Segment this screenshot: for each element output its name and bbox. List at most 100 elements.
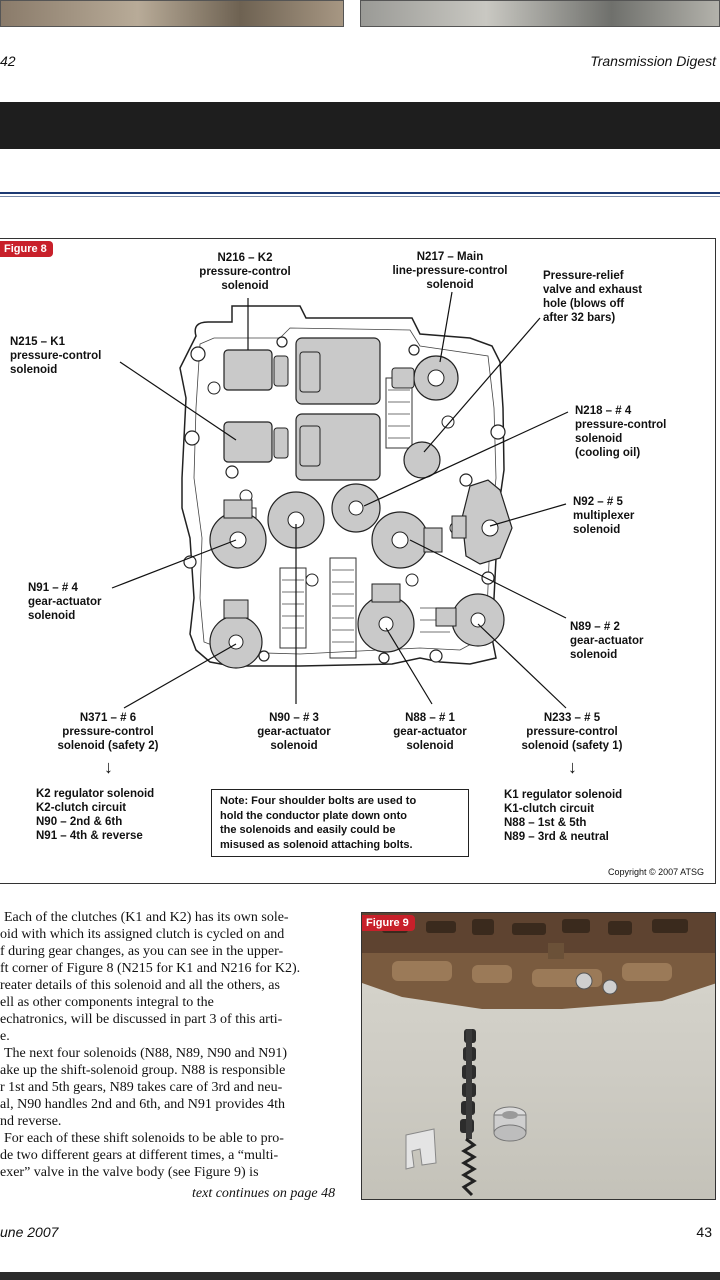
label-n89: N89 – # 2 gear-actuator solenoid xyxy=(570,620,690,662)
label-n218-line1: N218 – # 4 xyxy=(575,405,632,417)
label-n218-line4: (cooling oil) xyxy=(575,447,641,459)
label-n217: N217 – Main line-pressure-control soleno… xyxy=(378,250,522,292)
label-n216: N216 – K2 pressure-control solenoid xyxy=(180,251,310,293)
label-relief-line1: Pressure-relief xyxy=(543,270,624,282)
body-line: ake up the shift-solenoid group. N88 is … xyxy=(0,1063,286,1078)
label-n92-line3: solenoid xyxy=(573,524,621,536)
footer-date: une 2007 xyxy=(0,1224,59,1240)
label-relief-line4: after 32 bars) xyxy=(543,312,616,324)
body-line: e. xyxy=(0,1029,10,1044)
header-band xyxy=(0,102,720,149)
label-n91-line2: gear-actuator xyxy=(28,596,102,608)
k1-list-item: K1-clutch circuit xyxy=(504,803,595,815)
label-n89-line3: solenoid xyxy=(570,649,618,661)
down-arrow-icon: ↓ xyxy=(104,757,113,777)
article-body: Each of the clutches (K1 and K2) has its… xyxy=(0,909,338,1181)
label-n91: N91 – # 4 gear-actuator solenoid xyxy=(28,581,148,623)
body-line: ell as other components integral to the xyxy=(0,995,214,1010)
label-n88-line3: solenoid xyxy=(406,740,454,752)
note-line: Note: Four shoulder bolts are used to xyxy=(220,795,417,807)
label-n233-line1: N233 – # 5 xyxy=(543,712,601,724)
label-n371-line1: N371 – # 6 xyxy=(79,712,137,724)
body-line: echatronics, will be discussed in part 3… xyxy=(0,1012,283,1027)
label-n216-line1: N216 – K2 xyxy=(217,252,273,264)
label-n91-line1: N91 – # 4 xyxy=(28,582,78,594)
page-number-top: 42 xyxy=(0,53,16,69)
section-rule xyxy=(0,192,720,194)
label-n217-line2: line-pressure-control xyxy=(392,265,508,277)
k2-circuit-list: K2 regulator solenoid K2-clutch circuit … xyxy=(36,787,196,843)
figure-8-tag: Figure 8 xyxy=(0,241,53,257)
continued-note: text continues on page 48 xyxy=(192,1186,336,1201)
footer-page-number: 43 xyxy=(696,1224,712,1240)
label-n89-line1: N89 – # 2 xyxy=(570,621,620,633)
label-n371: N371 – # 6 pressure-control solenoid (sa… xyxy=(40,711,176,753)
figure-8 xyxy=(0,238,716,884)
note-line: the solenoids and easily could be xyxy=(220,824,396,836)
top-right-photo xyxy=(360,0,720,27)
label-n217-line3: solenoid xyxy=(426,279,474,291)
label-n233-line2: pressure-control xyxy=(526,726,618,738)
note-line: hold the conductor plate down onto xyxy=(220,809,407,822)
label-n233: N233 – # 5 pressure-control solenoid (sa… xyxy=(502,711,642,753)
label-n218-line3: solenoid xyxy=(575,433,623,445)
label-n218-line2: pressure-control xyxy=(575,419,667,431)
label-n218: N218 – # 4 pressure-control solenoid (co… xyxy=(575,404,705,460)
label-n215-line2: pressure-control xyxy=(10,350,102,362)
label-relief-line3: hole (blows off xyxy=(543,298,625,310)
label-n216-line3: solenoid xyxy=(221,280,269,292)
label-n371-line2: pressure-control xyxy=(62,726,154,738)
body-line: The next four solenoids (N88, N89, N90 a… xyxy=(4,1046,288,1061)
label-n371-line3: solenoid (safety 2) xyxy=(57,740,159,752)
label-n88-line1: N88 – # 1 xyxy=(405,712,455,724)
label-n215: N215 – K1 pressure-control solenoid xyxy=(10,335,130,377)
figure-9-illustration xyxy=(362,913,715,1197)
label-n233-line3: solenoid (safety 1) xyxy=(521,740,623,752)
label-n92: N92 – # 5 multiplexer solenoid xyxy=(573,495,693,537)
body-line: reater details of this solenoid and all … xyxy=(0,978,280,993)
body-line: For each of these shift solenoids to be … xyxy=(4,1131,284,1146)
label-pressure-relief: Pressure-relief valve and exhaust hole (… xyxy=(543,269,673,325)
n216-solenoid-body xyxy=(223,349,273,391)
body-line: Each of the clutches (K1 and K2) has its… xyxy=(4,910,289,925)
label-n88-line2: gear-actuator xyxy=(393,726,467,738)
k2-list-item: K2 regulator solenoid xyxy=(36,788,155,800)
label-n217-line1: N217 – Main xyxy=(416,251,484,263)
bottom-bar xyxy=(0,1272,720,1280)
k2-list-item: N90 – 2nd & 6th xyxy=(36,816,123,828)
k1-list-item: N88 – 1st & 5th xyxy=(504,817,587,829)
k2-list-item: K2-clutch circuit xyxy=(36,802,127,814)
label-n92-line1: N92 – # 5 xyxy=(573,496,623,508)
n215-solenoid-body xyxy=(223,421,273,463)
body-line: exer” valve in the valve body (see Figur… xyxy=(0,1165,259,1180)
label-n90-line1: N90 – # 3 xyxy=(269,712,319,724)
valve-body-diagram xyxy=(111,291,569,709)
body-line: f during gear changes, as you can see in… xyxy=(0,944,284,959)
label-n92-line2: multiplexer xyxy=(573,510,635,522)
label-n88: N88 – # 1 gear-actuator solenoid xyxy=(374,711,486,753)
body-line: oid with which its assigned clutch is cy… xyxy=(0,927,285,942)
label-n216-line2: pressure-control xyxy=(199,266,291,278)
body-line: ft corner of Figure 8 (N215 for K1 and N… xyxy=(0,961,301,976)
body-line: de two different gears at different time… xyxy=(0,1148,279,1163)
label-n91-line3: solenoid xyxy=(28,610,76,622)
section-rule-thin xyxy=(0,196,720,197)
down-arrow-icon: ↓ xyxy=(568,757,577,777)
top-left-photo xyxy=(0,0,344,27)
label-n89-line2: gear-actuator xyxy=(570,635,644,647)
figure-copyright: Copyright © 2007 ATSG xyxy=(607,867,704,877)
k1-list-item: K1 regulator solenoid xyxy=(504,789,623,801)
figure-9-tag: Figure 9 xyxy=(362,915,415,931)
k2-list-item: N91 – 4th & reverse xyxy=(36,830,143,842)
label-n90-line3: solenoid xyxy=(270,740,318,752)
label-n90: N90 – # 3 gear-actuator solenoid xyxy=(238,711,350,753)
label-n215-line3: solenoid xyxy=(10,364,58,376)
plate-outline xyxy=(179,305,505,667)
note-box: Note: Four shoulder bolts are used to ho… xyxy=(211,789,469,857)
figure-9-photo: Figure 9 xyxy=(361,912,716,1200)
label-n90-line2: gear-actuator xyxy=(257,726,331,738)
body-line: r 1st and 5th gears, N89 takes care of 3… xyxy=(0,1080,283,1095)
label-n215-line1: N215 – K1 xyxy=(10,336,65,348)
k1-circuit-list: K1 regulator solenoid K1-clutch circuit … xyxy=(504,788,664,844)
body-line: nd reverse. xyxy=(0,1114,62,1129)
